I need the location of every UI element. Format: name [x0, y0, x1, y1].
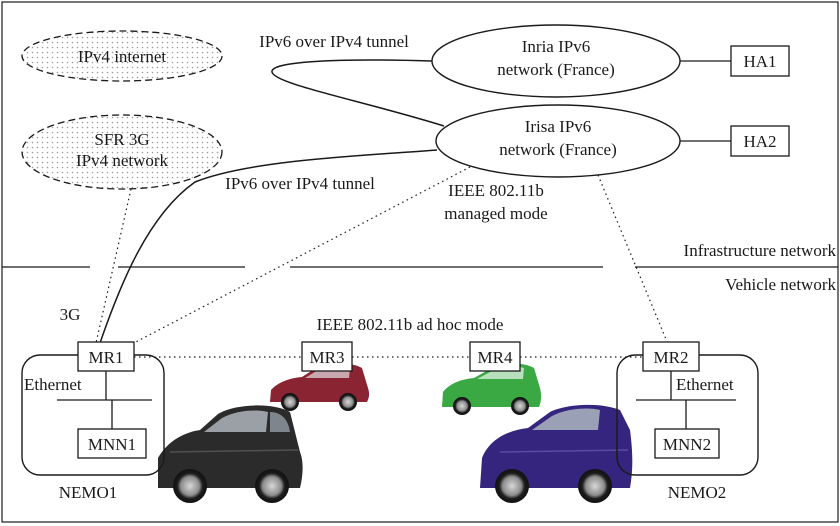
ipv4-internet-label: IPv4 internet — [78, 47, 167, 66]
ha1-box — [730, 45, 790, 77]
sfr-3g-cloud — [21, 114, 223, 190]
ha2-box — [730, 125, 790, 157]
inria-label-line1: Inria IPv6 — [522, 37, 590, 56]
ha2-label: HA2 — [743, 132, 776, 151]
tunnel-mid-label: IPv6 over IPv4 tunnel — [225, 174, 375, 193]
tunnel-3g-curve — [99, 149, 438, 344]
irisa-label-line2: network (France) — [499, 140, 617, 159]
adhoc-mode-label: IEEE 802.11b ad hoc mode — [317, 315, 504, 334]
sfr-3g-label-line2: IPv4 network — [76, 151, 169, 170]
infrastructure-network-label: Infrastructure network — [684, 241, 837, 260]
tunnel-top-label: IPv6 over IPv4 tunnel — [259, 32, 409, 51]
mnn1-box — [77, 428, 147, 459]
blue-car — [480, 404, 633, 503]
green-car — [442, 363, 542, 415]
black-car — [158, 405, 303, 503]
managed-mode-label-line1: IEEE 802.11b — [448, 181, 544, 200]
mnn2-label: MNN2 — [663, 435, 711, 454]
irisa-label-line1: Irisa IPv6 — [525, 117, 592, 136]
irisa-mr2-link — [597, 174, 669, 345]
red-car — [270, 363, 370, 411]
ha1-label: HA1 — [743, 52, 776, 71]
mr1-box — [77, 341, 135, 372]
sfr-mr1-link — [95, 188, 132, 344]
vehicle-network-label: Vehicle network — [725, 275, 836, 294]
mr3-box — [301, 341, 353, 372]
mr4-box — [469, 341, 521, 372]
mnn1-label: MNN1 — [88, 435, 136, 454]
mr1-label: MR1 — [89, 348, 124, 367]
mr4-label: MR4 — [478, 348, 513, 367]
nemo1-label: NEMO1 — [59, 483, 118, 502]
ethernet1-label: Ethernet — [24, 375, 82, 394]
threeg-label: 3G — [60, 305, 81, 324]
mr3-label: MR3 — [310, 348, 345, 367]
sfr-3g-label-line1: SFR 3G — [94, 130, 149, 149]
inria-label-line2: network (France) — [497, 60, 615, 79]
irisa-mr1-link — [131, 166, 471, 345]
managed-mode-label-line2: managed mode — [444, 204, 547, 223]
ethernet2-label: Ethernet — [676, 375, 734, 394]
mnn2-box — [654, 428, 720, 459]
tunnel-top-curve — [271, 59, 445, 127]
mr2-label: MR2 — [654, 348, 689, 367]
nemo2-label: NEMO2 — [668, 483, 727, 502]
ipv4-internet-cloud — [21, 30, 223, 82]
